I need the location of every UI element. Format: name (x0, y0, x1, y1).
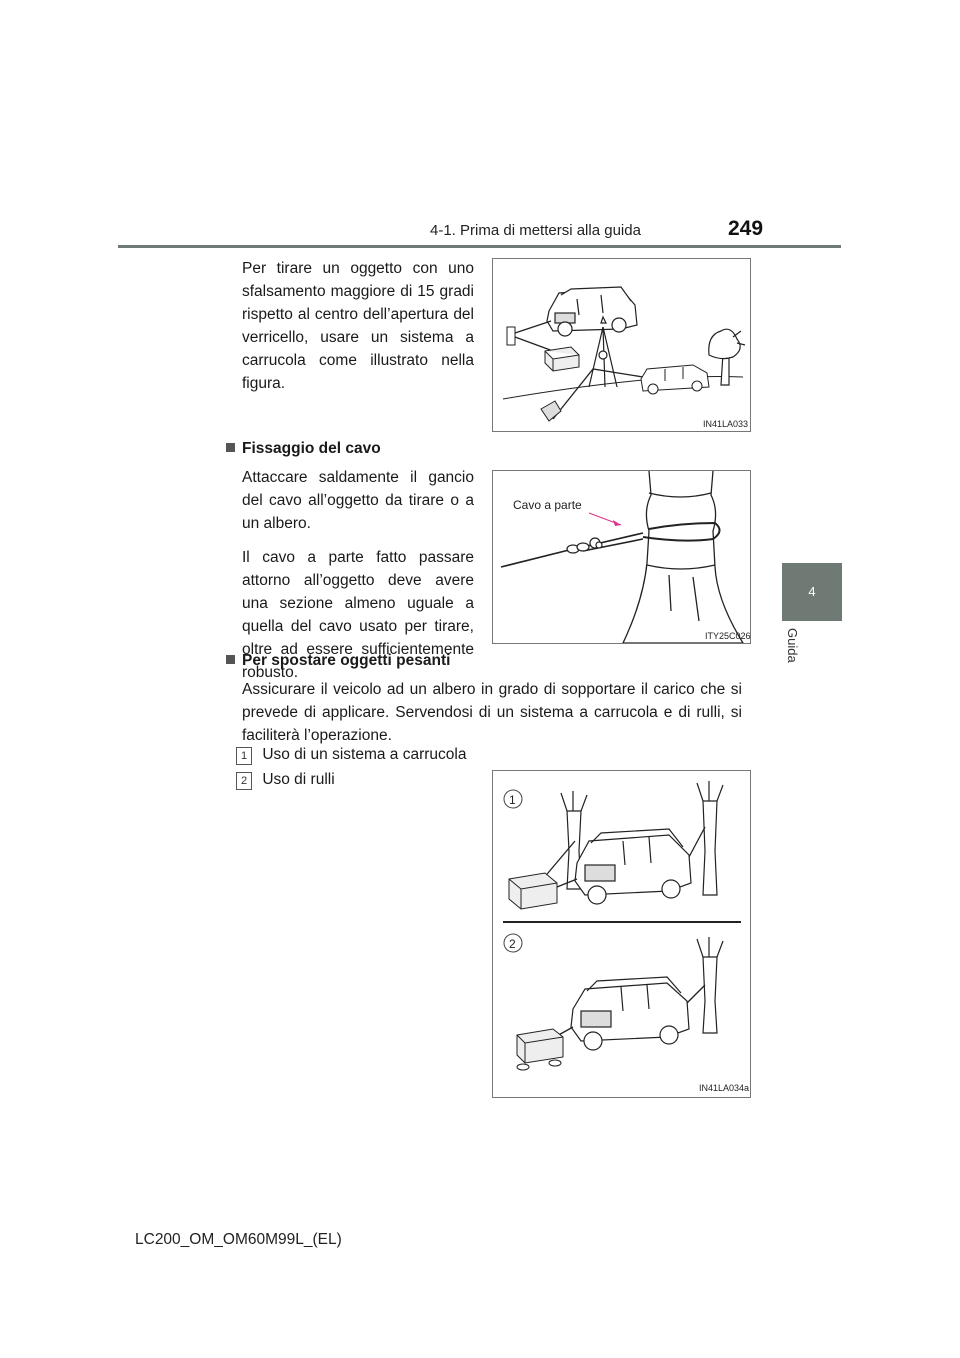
figure3-label-1: 1 (509, 793, 516, 807)
figure-pulley-offset-illustration: IN41LA033 (502, 286, 748, 429)
box-1-drawing (508, 872, 558, 910)
chapter-label: Guida (785, 628, 800, 688)
section-spostare-title-text: Per spostare oggetti pesanti (242, 652, 451, 669)
list-item: 1 Uso di un sistema a carrucola (236, 746, 466, 765)
figure3-label-2: 2 (509, 937, 516, 951)
section-fissaggio-title-text: Fissaggio del cavo (242, 440, 381, 457)
tree-right-drawing (696, 781, 724, 896)
page-number: 249 (728, 217, 764, 240)
chapter-tab: 4 (782, 563, 842, 621)
figure-heavy-objects-illustration: 1 2 (503, 781, 749, 1093)
header-divider (118, 245, 841, 248)
list-item-label: Uso di un sistema a carrucola (262, 746, 467, 763)
figure2-code: ITY25C026 (705, 631, 750, 641)
document-code: LC200_OM_OM60M99L_(EL) (135, 1231, 342, 1248)
tripod-drawing (588, 315, 618, 388)
chapter-label-text: Guida (785, 628, 800, 663)
bullet-square-icon (226, 443, 235, 452)
section-spostare-title: Per spostare oggetti pesanti (226, 652, 450, 670)
spostare-paragraph: Assicurare il veicolo ad un albero in gr… (242, 681, 742, 744)
figure-separate-cable: Cavo a parte ITY25C026 (492, 470, 751, 644)
figure3-code: IN41LA034a (699, 1083, 749, 1093)
fissaggio-para-1: Attaccare saldamente il gancio del cavo … (242, 469, 474, 532)
tree-rollers-drawing (696, 937, 724, 1034)
figure2-callout: Cavo a parte (513, 498, 582, 512)
item-number-badge: 2 (236, 772, 252, 790)
suv-rollers-drawing (570, 976, 690, 1051)
suv-pulley-drawing (574, 828, 692, 905)
suv-main-drawing (546, 286, 638, 337)
figure1-code: IN41LA033 (703, 419, 748, 429)
shackle-drawing (566, 537, 603, 554)
suv-far-drawing (640, 364, 710, 395)
tree-trunk-drawing (622, 471, 744, 643)
list-item: 2 Uso di rulli (236, 771, 335, 790)
fissaggio-para-2: Il cavo a parte fatto passare attorno al… (242, 549, 474, 681)
figure-separate-cable-illustration: Cavo a parte ITY25C026 (500, 471, 750, 643)
intro-paragraph: Per tirare un oggetto con uno sfal­samen… (242, 260, 474, 392)
list-item-label: Uso di rulli (262, 771, 335, 788)
bullet-square-icon (226, 655, 235, 664)
section-fissaggio-title: Fissaggio del cavo (226, 440, 381, 458)
figure-heavy-objects: 1 2 (492, 770, 751, 1098)
box-drawing (544, 346, 580, 372)
figure-pulley-offset: IN41LA033 (492, 258, 751, 432)
item-number-badge: 1 (236, 747, 252, 765)
tree-drawing (708, 328, 746, 386)
box-rollers-drawing (516, 1028, 564, 1071)
section-title: 4-1. Prima di mettersi alla guida (430, 222, 641, 239)
